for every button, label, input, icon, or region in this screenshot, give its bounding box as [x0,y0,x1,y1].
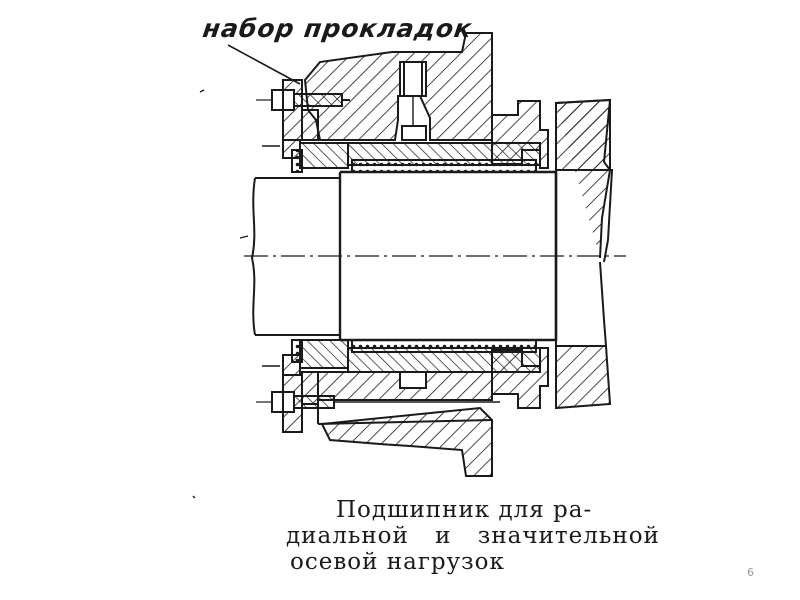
diagram-caption: Подшипник для ра- диальной и значительно… [286,497,660,575]
caption-line-1: Подшипник для ра- [336,497,593,523]
upper-bolt [256,89,350,111]
lower-housing [317,371,493,477]
lower-bolt [256,391,500,413]
lower-end-cover [282,339,349,433]
caption-line-2: диальной и значительной [286,523,660,549]
left-tick-marks [192,89,280,499]
shim-set-label: набор прокладок [200,14,475,43]
upper-bushing [347,142,541,173]
right-housing-wall [555,98,614,410]
upper-housing [303,32,493,141]
caption-line-3: осевой нагрузок [290,549,505,575]
shim-leader-line [227,44,301,85]
lower-bushing-flange [491,347,549,409]
slide-page-number: 6 [747,566,754,579]
